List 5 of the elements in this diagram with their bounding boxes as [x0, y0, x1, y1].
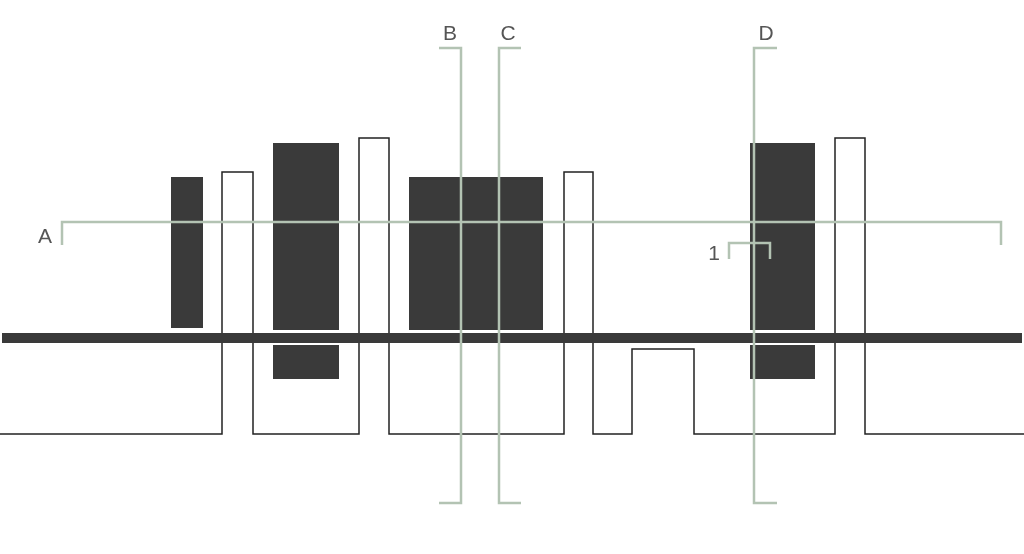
section-label: B: [443, 21, 457, 43]
section-label: 1: [708, 241, 720, 263]
section-label: C: [500, 21, 516, 43]
section-label: D: [758, 21, 774, 43]
section-label: A: [38, 224, 52, 246]
